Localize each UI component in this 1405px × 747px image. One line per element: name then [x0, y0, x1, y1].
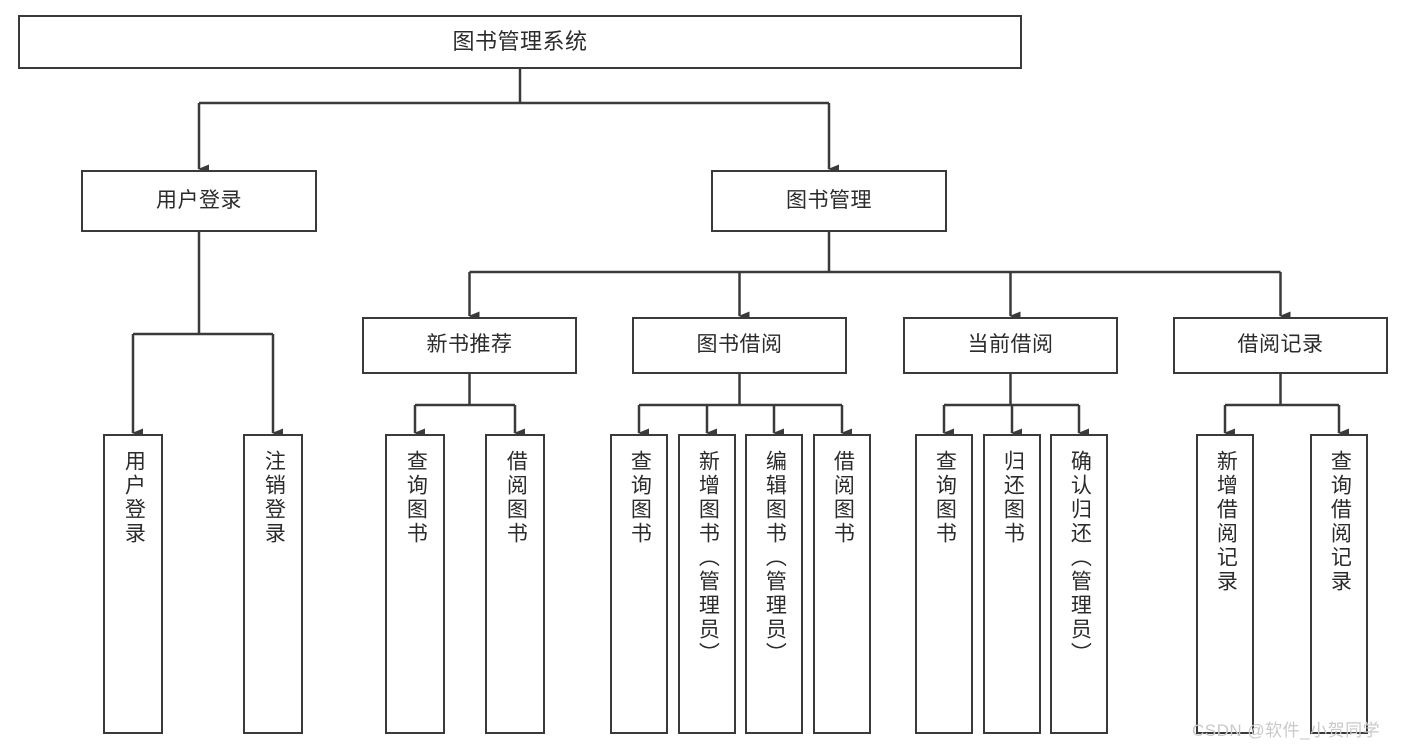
- node-current-borrow[interactable]: 当前借阅: [903, 317, 1118, 374]
- node-leaf-user-login[interactable]: 用户登录: [103, 434, 163, 734]
- node-leaf-cb-confirm[interactable]: 确认归还（管理员）: [1050, 434, 1108, 734]
- node-label: 新增图书（管理员）: [696, 450, 720, 666]
- node-label: 编辑图书（管理员）: [763, 450, 787, 666]
- node-leaf-bb-borrow[interactable]: 借阅图书: [813, 434, 871, 734]
- tree-connectors: [131, 69, 1349, 438]
- node-label: 图书借阅: [696, 333, 783, 357]
- node-label: 图书管理系统: [452, 29, 588, 55]
- node-leaf-user-logout[interactable]: 注销登录: [243, 434, 303, 734]
- node-leaf-cb-return[interactable]: 归还图书: [983, 434, 1041, 734]
- node-label: 查询图书: [404, 450, 428, 546]
- node-leaf-cb-query[interactable]: 查询图书: [915, 434, 973, 734]
- node-borrow-record[interactable]: 借阅记录: [1173, 317, 1388, 374]
- node-label: 借阅图书: [504, 450, 528, 546]
- node-label: 归还图书: [1001, 450, 1025, 546]
- node-leaf-rec-query[interactable]: 查询图书: [385, 434, 445, 734]
- node-leaf-bb-edit[interactable]: 编辑图书（管理员）: [745, 434, 803, 734]
- node-leaf-bb-query[interactable]: 查询图书: [610, 434, 668, 734]
- node-leaf-br-query[interactable]: 查询借阅记录: [1310, 434, 1368, 734]
- node-label: 借阅图书: [831, 450, 855, 546]
- node-root[interactable]: 图书管理系统: [18, 15, 1022, 69]
- node-label: 查询图书: [933, 450, 957, 546]
- node-label: 查询图书: [628, 450, 652, 546]
- node-label: 注销登录: [262, 450, 286, 546]
- node-leaf-br-add[interactable]: 新增借阅记录: [1196, 434, 1254, 734]
- node-label: 确认归还（管理员）: [1068, 450, 1092, 666]
- node-label: 图书管理: [786, 188, 872, 212]
- node-user-login[interactable]: 用户登录: [81, 170, 317, 232]
- node-label: 查询借阅记录: [1328, 450, 1352, 594]
- node-label: 借阅记录: [1237, 333, 1324, 357]
- node-label: 当前借阅: [967, 333, 1054, 357]
- node-label: 用户登录: [122, 450, 146, 546]
- node-book-borrow[interactable]: 图书借阅: [632, 317, 847, 374]
- node-label: 用户登录: [156, 188, 242, 212]
- node-label: 新书推荐: [426, 333, 513, 357]
- node-leaf-rec-borrow[interactable]: 借阅图书: [485, 434, 545, 734]
- node-book-manage[interactable]: 图书管理: [711, 170, 947, 232]
- node-leaf-bb-add[interactable]: 新增图书（管理员）: [678, 434, 736, 734]
- node-new-book-rec[interactable]: 新书推荐: [362, 317, 577, 374]
- node-label: 新增借阅记录: [1214, 450, 1238, 594]
